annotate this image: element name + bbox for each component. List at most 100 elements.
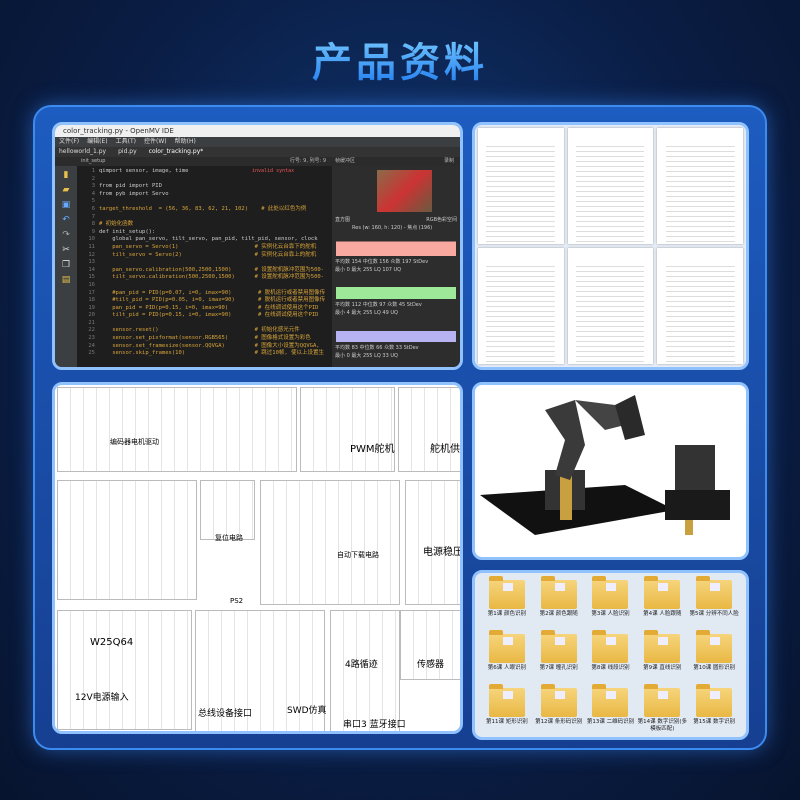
menu-help[interactable]: 帮助(H) bbox=[174, 138, 196, 145]
folder-label: 第10课 圆形识别 bbox=[693, 665, 735, 671]
save-icon[interactable]: ▣ bbox=[61, 200, 71, 210]
line-number: 16 bbox=[88, 281, 95, 288]
folder-item[interactable]: 第15课 数字识别 bbox=[688, 684, 740, 737]
folder-icon bbox=[696, 630, 733, 663]
code-line: 20 tilt_pid = PID(p=0.15, i=0, imax=90) … bbox=[77, 312, 332, 320]
folder-item[interactable]: 第11课 矩形识别 bbox=[481, 684, 533, 737]
ide-screenshot: color_tracking.py - OpenMV IDE 文件(F) 编辑(… bbox=[52, 122, 463, 370]
folder-item[interactable]: 第6课 人眼识别 bbox=[481, 630, 533, 683]
line-number: 17 bbox=[88, 289, 95, 296]
tab-color-tracking[interactable]: color_tracking.py* bbox=[148, 148, 204, 155]
menu-edit[interactable]: 编辑(E) bbox=[87, 138, 108, 145]
doc-page bbox=[567, 248, 654, 364]
code-line: 23 sensor.set_pixformat(sensor.RGB565) #… bbox=[77, 335, 332, 343]
code-line: 13 bbox=[77, 259, 332, 267]
open-folder-icon[interactable]: ▰ bbox=[62, 185, 70, 195]
red-stats: 平均数 154 中位数 156 众数 197 StDev bbox=[335, 259, 429, 265]
record-button[interactable]: 录制 bbox=[443, 158, 454, 164]
function-selector[interactable]: init_setup bbox=[81, 158, 106, 164]
green-stats: 平均数 112 中位数 97 众数 45 StDev bbox=[335, 302, 422, 308]
folder-item[interactable]: 第10课 圆形识别 bbox=[688, 630, 740, 683]
line-number: 18 bbox=[88, 297, 95, 304]
camera-preview bbox=[377, 170, 432, 212]
folder-item[interactable]: 第9课 直线识别 bbox=[636, 630, 688, 683]
folder-label: 第7课 瞳孔识别 bbox=[539, 665, 578, 671]
new-file-icon[interactable]: ▮ bbox=[63, 170, 69, 180]
line-number: 15 bbox=[88, 274, 95, 281]
folder-item[interactable]: 第12课 条形码识别 bbox=[533, 684, 585, 737]
copy-icon[interactable]: ❐ bbox=[61, 260, 71, 270]
folder-label: 第3课 人脸识别 bbox=[591, 611, 630, 617]
code-text: # 初始化函数 bbox=[99, 221, 134, 228]
code-text: target_threshold = (56, 36, 83, 62, 21, … bbox=[99, 205, 307, 212]
folder-label: 第13课 二维码识别 bbox=[586, 719, 635, 725]
code-text: pan_pid = PID(p=0.15, i=0, imax=90) # 在线… bbox=[99, 304, 319, 311]
tab-helloworld[interactable]: helloworld_1.py bbox=[59, 148, 107, 155]
color-space-select[interactable]: RGB色彩空间 bbox=[426, 217, 457, 223]
code-line: 18 #tilt_pid = PID(p=0.05, i=0, imax=90)… bbox=[77, 297, 332, 305]
line-number: 21 bbox=[88, 319, 95, 326]
folder-label: 第15课 数字识别 bbox=[693, 719, 735, 725]
folder-item[interactable]: 第4课 人脸跟随 bbox=[636, 576, 688, 629]
histogram-green bbox=[336, 275, 456, 299]
menu-widgets[interactable]: 控件(W) bbox=[143, 138, 167, 145]
line-number: 8 bbox=[91, 221, 95, 228]
schematic-label: 电源稳压5V bbox=[423, 547, 463, 558]
code-line: 8 # 初始化函数 bbox=[77, 221, 332, 229]
folder-label: 第2课 颜色跟随 bbox=[539, 611, 578, 617]
line-number: 5 bbox=[91, 198, 95, 205]
code-line: 11 pan_servo = Servo(1) # 实例化云台靠下的舵机 bbox=[77, 244, 332, 252]
error-marker: invalid syntax bbox=[252, 168, 295, 174]
menu-file[interactable]: 文件(F) bbox=[59, 138, 80, 145]
redo-icon[interactable]: ↷ bbox=[62, 230, 70, 240]
page-title: 产品资料 bbox=[0, 30, 800, 88]
menu-tools[interactable]: 工具(T) bbox=[115, 138, 136, 145]
schematic-label: SWD仿真 bbox=[287, 706, 327, 716]
line-number: 9 bbox=[91, 228, 95, 235]
folder-item[interactable]: 第5课 分辨不同人脸 bbox=[688, 576, 740, 629]
schematic-label: 编码器电机驱动 bbox=[110, 438, 159, 446]
folder-item[interactable]: 第8课 线段识别 bbox=[585, 630, 637, 683]
folder-item[interactable]: 第13课 二维码识别 bbox=[585, 684, 637, 737]
code-line: 19 pan_pid = PID(p=0.15, i=0, imax=90) #… bbox=[77, 305, 332, 313]
resolution-label: Res (w: 160, h: 120) - 焦点 (196) bbox=[352, 225, 433, 231]
code-line: 17 #pan_pid = PID(p=0.07, i=0, imax=90) … bbox=[77, 290, 332, 298]
folder-label: 第1课 颜色识别 bbox=[487, 611, 527, 617]
folder-item[interactable]: 第3课 人脸识别 bbox=[585, 576, 637, 629]
code-line: 21 bbox=[77, 320, 332, 328]
menu-bar: 文件(F) 编辑(E) 工具(T) 控件(W) 帮助(H) bbox=[55, 137, 460, 147]
folder-label: 第14课 数字识别(多模板匹配) bbox=[637, 719, 687, 732]
folder-icon bbox=[644, 576, 681, 609]
doc-page bbox=[478, 248, 564, 364]
folder-icon bbox=[540, 684, 577, 717]
code-text: pan_servo.calibration(500,2500,1500) # 设… bbox=[99, 266, 324, 273]
line-number: 3 bbox=[91, 183, 95, 190]
line-number: 20 bbox=[88, 312, 95, 319]
code-text: tilt_servo.calibration(500,2500,1500) # … bbox=[99, 274, 324, 281]
schematic-label: 舵机供电 bbox=[430, 444, 460, 455]
doc-page bbox=[657, 248, 743, 364]
tab-pid[interactable]: pid.py bbox=[118, 148, 137, 155]
cut-icon[interactable]: ✂ bbox=[62, 245, 70, 255]
folder-item[interactable]: 第7课 瞳孔识别 bbox=[533, 630, 585, 683]
robot-arm-illustration bbox=[480, 395, 730, 535]
robot-arm-model bbox=[472, 382, 749, 560]
line-number: 24 bbox=[88, 342, 95, 349]
code-text: #tilt_pid = PID(p=0.05, i=0, imax=90) # … bbox=[99, 297, 326, 304]
folder-item[interactable]: 第1课 颜色识别 bbox=[481, 576, 533, 629]
folder-label: 第5课 分辨不同人脸 bbox=[689, 611, 739, 617]
line-number: 23 bbox=[88, 335, 95, 342]
folder-label: 第11课 矩形识别 bbox=[486, 719, 528, 725]
undo-icon[interactable]: ↶ bbox=[62, 215, 70, 225]
paste-icon[interactable]: ▤ bbox=[61, 275, 71, 285]
code-text: sensor.set_pixformat(sensor.RGB565) # 图像… bbox=[99, 335, 311, 342]
code-line: 10 global pan_servo, tilt_servo, pan_pid… bbox=[77, 236, 332, 244]
folder-item[interactable]: 第2课 颜色跟随 bbox=[533, 576, 585, 629]
folder-item[interactable]: 第14课 数字识别(多模板匹配) bbox=[636, 684, 688, 737]
schematic-label: 传感器 bbox=[417, 660, 445, 670]
schematic-label: PS2 bbox=[230, 597, 244, 605]
